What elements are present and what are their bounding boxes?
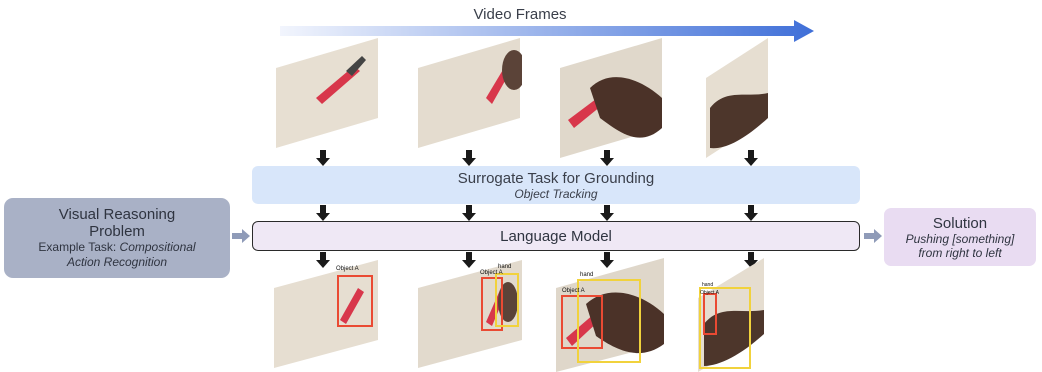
solution-line2: from right to left [918, 245, 1002, 260]
tracked-frame-4: Object A hand [698, 258, 768, 372]
tracked-frame-4-label-hand: hand [702, 282, 714, 288]
tracked-frame-4-label-object: Object A [700, 290, 719, 296]
arrow-frame4-to-surrogate [744, 150, 758, 166]
problem-title-line2: Problem [89, 223, 145, 240]
surrogate-task-box: Surrogate Task for Grounding Object Trac… [252, 166, 860, 204]
tracked-frame-3-image [556, 258, 664, 372]
arrow-lm-to-tracked-2 [462, 252, 476, 268]
arrow-lm-to-tracked-3 [600, 252, 614, 268]
tracked-frame-3: Object A hand [556, 258, 668, 372]
tracked-frame-1-label-object: Object A [336, 266, 359, 272]
tracked-frame-1: Object A [274, 260, 384, 370]
arrow-frame1-to-surrogate [316, 150, 330, 166]
tracked-frame-3-label-hand: hand [580, 272, 594, 278]
tracked-frame-2: Object A hand [418, 260, 528, 370]
problem-title-line1: Visual Reasoning [58, 206, 176, 223]
arrow-surrogate-to-lm-2 [462, 205, 476, 221]
example-task-line2: Action Recognition [66, 255, 168, 269]
video-frame-1 [276, 38, 378, 148]
arrow-lm-to-tracked-1 [316, 252, 330, 268]
solution-title: Solution [932, 214, 988, 232]
surrogate-task-subtitle: Object Tracking [514, 186, 598, 201]
problem-example-line: Example Task: Compositional [38, 240, 195, 255]
arrow-frame2-to-surrogate [462, 150, 476, 166]
tracked-frame-2-image [418, 260, 522, 368]
arrow-problem-to-lm [232, 229, 250, 243]
arrow-surrogate-to-lm-3 [600, 205, 614, 221]
video-frame-3 [560, 38, 662, 158]
visual-reasoning-problem-box: Visual Reasoning Problem Example Task: C… [4, 198, 230, 278]
solution-line1: Pushing [something] [905, 231, 1015, 246]
tracked-frame-3-label-object: Object A [562, 288, 585, 294]
example-task-prefix: Example Task: [38, 240, 120, 254]
solution-box: Solution Pushing [something] from right … [884, 208, 1036, 266]
arrow-frame3-to-surrogate [600, 150, 614, 166]
video-frame-2 [418, 38, 522, 148]
tracked-frame-2-label-hand: hand [498, 264, 512, 270]
video-frame-4 [706, 38, 768, 158]
surrogate-task-title: Surrogate Task for Grounding [457, 169, 655, 187]
tracked-frame-1-image [274, 260, 378, 368]
arrow-surrogate-to-lm-4 [744, 205, 758, 221]
tracked-frame-2-label-object: Object A [480, 270, 503, 276]
video-frames-title: Video Frames [473, 6, 567, 23]
video-frames-arrow [280, 20, 814, 42]
example-task-line1: Compositional [119, 240, 196, 254]
arrow-surrogate-to-lm-1 [316, 205, 330, 221]
tracked-frame-4-image [698, 258, 764, 372]
arrow-lm-to-solution [864, 229, 882, 243]
language-model-title: Language Model [500, 227, 612, 245]
language-model-box: Language Model [252, 221, 860, 251]
